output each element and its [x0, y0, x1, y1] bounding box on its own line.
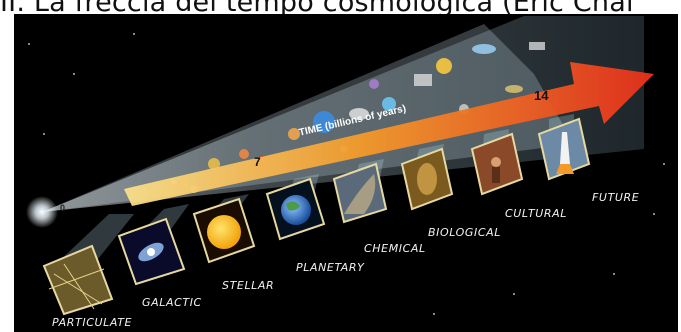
tick-14: 14: [534, 88, 548, 103]
era-label-planetary: PLANETARY: [296, 261, 364, 274]
big-bang-flash: [26, 196, 58, 228]
cosmic-evolution-poster: [14, 14, 678, 332]
era-label-stellar: STELLAR: [222, 279, 274, 292]
era-label-future: FUTURE: [592, 191, 639, 204]
era-label-galactic: GALACTIC: [142, 296, 202, 309]
era-label-chemical: CHEMICAL: [364, 242, 426, 255]
era-label-particulate: PARTICULATE: [52, 316, 132, 329]
era-label-cultural: CULTURAL: [505, 207, 567, 220]
era-label-biological: BIOLOGICAL: [428, 226, 501, 239]
tick-7: 7: [254, 155, 261, 169]
tick-0: 0: [60, 203, 65, 213]
